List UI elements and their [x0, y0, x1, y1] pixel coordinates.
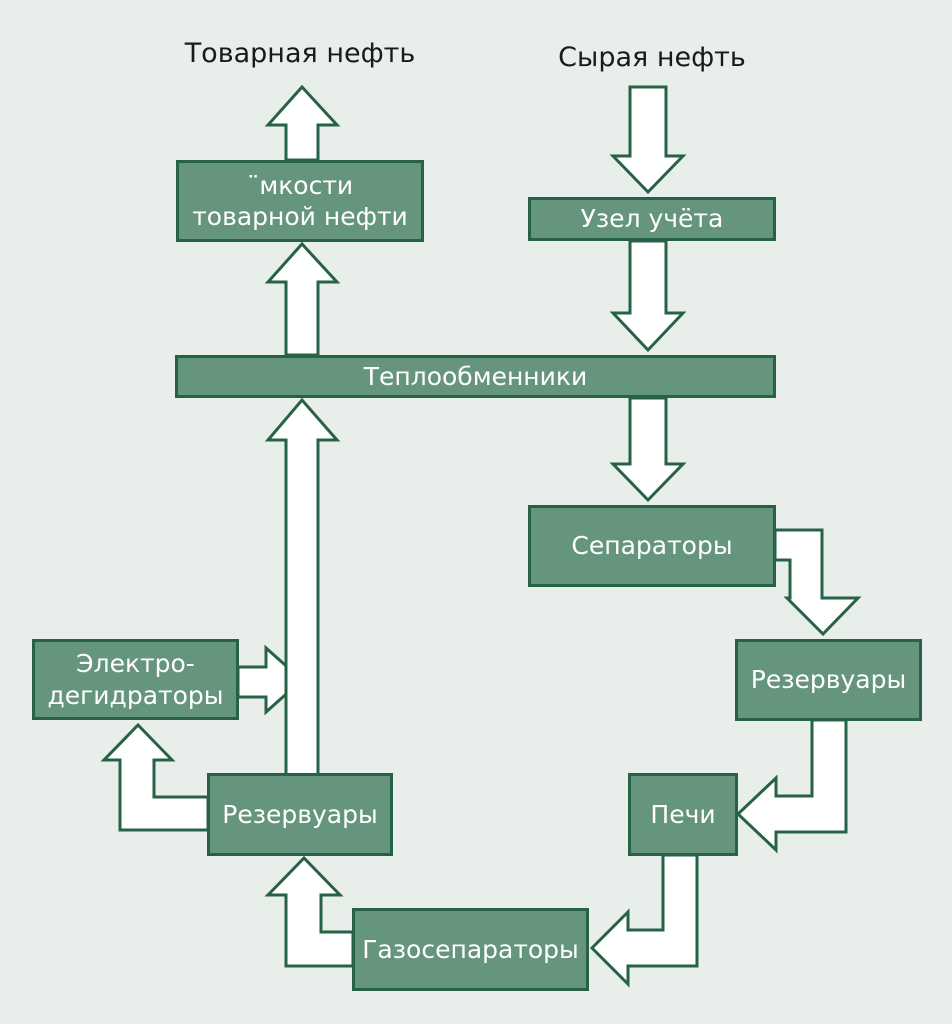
node-reservoirs-right: Резервуары: [735, 639, 922, 721]
arrow-input-to-metering: [609, 85, 687, 195]
node-gas-separators-label: Газосепараторы: [362, 934, 579, 964]
node-reservoirs-right-label: Резервуары: [750, 665, 907, 695]
arrow-dehydrators-to-riser: [236, 644, 305, 716]
node-electro-dehydrators: Электро- дегидраторы: [32, 639, 239, 720]
arrow-storage-to-output: [264, 84, 341, 162]
node-storage-tanks-label: ¨мкости товарной нефти: [192, 170, 408, 231]
arrow-reservoirs-left-to-dehydrators: [100, 722, 210, 832]
node-separators: Сепараторы: [528, 505, 776, 587]
node-storage-tanks: ¨мкости товарной нефти: [176, 160, 424, 242]
arrow-separators-to-reservoirs-right: [773, 528, 862, 637]
input-label: Сырая нефть: [558, 42, 746, 73]
node-furnaces-label: Печи: [650, 799, 716, 829]
node-furnaces: Печи: [628, 773, 738, 856]
arrow-gas-separators-to-reservoirs-left: [264, 855, 355, 968]
output-label: Товарная нефть: [184, 38, 416, 69]
arrow-furnaces-to-gas-separators: [589, 853, 699, 988]
arrow-metering-to-heat-exchangers: [609, 239, 687, 353]
arrow-heat-exchangers-to-separators: [609, 396, 687, 503]
node-electro-dehydrators-label: Электро- дегидраторы: [47, 649, 224, 710]
node-reservoirs-left-label: Резервуары: [222, 799, 378, 829]
arrow-heat-exchangers-to-storage: [264, 241, 341, 357]
node-metering-label: Узел учёта: [580, 204, 724, 234]
node-heat-exchangers-label: Теплообменники: [363, 361, 588, 391]
node-heat-exchangers: Теплообменники: [175, 355, 776, 398]
arrow-reservoirs-left-to-heat-exchangers: [264, 397, 341, 777]
node-reservoirs-left: Резервуары: [207, 773, 393, 856]
node-gas-separators: Газосепараторы: [352, 908, 589, 991]
arrow-reservoirs-right-to-furnaces: [735, 718, 848, 854]
node-metering: Узел учёта: [528, 197, 776, 241]
node-separators-label: Сепараторы: [571, 531, 733, 561]
